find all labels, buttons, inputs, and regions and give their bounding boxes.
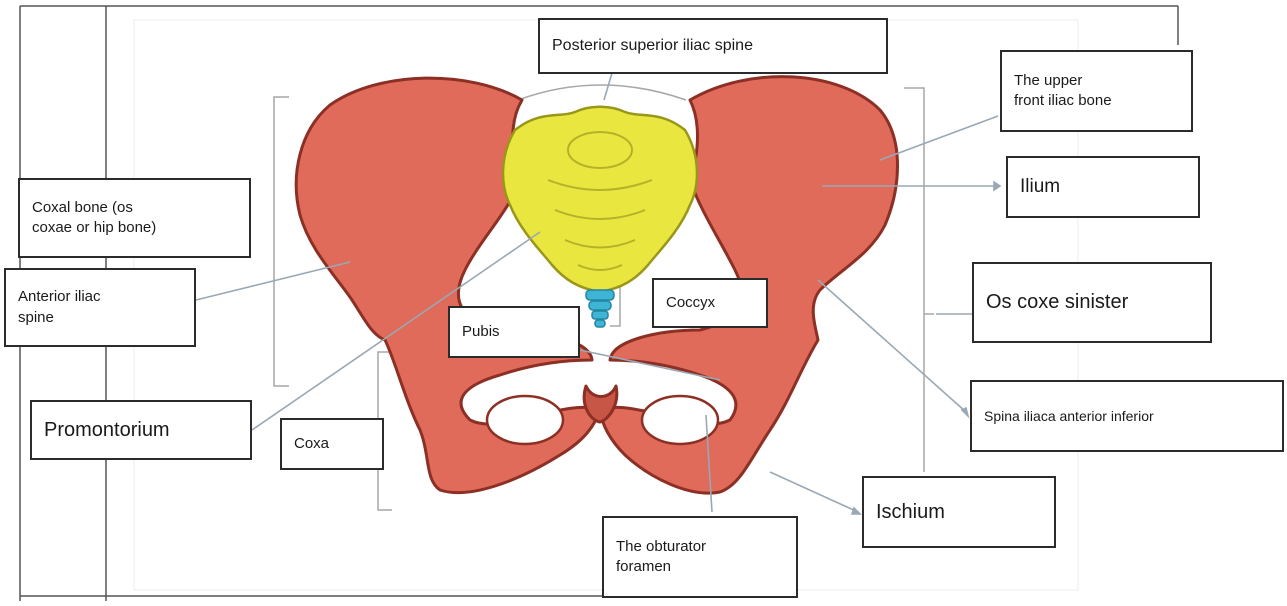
- label-text: Coxal bone (os coxae or hip bone): [32, 198, 156, 239]
- label-spina-iliaca-anterior-inferior: Spina iliaca anterior inferior: [970, 380, 1284, 452]
- label-text: Pubis: [462, 322, 500, 342]
- label-text: Ilium: [1020, 174, 1060, 200]
- label-text: The upper front iliac bone: [1014, 71, 1112, 112]
- label-posterior-superior-iliac-spine: Posterior superior iliac spine: [538, 18, 888, 74]
- label-text: Spina iliaca anterior inferior: [984, 407, 1154, 426]
- label-text: Ischium: [876, 499, 945, 526]
- label-text: Coccyx: [666, 293, 715, 313]
- label-os-coxe-sinister: Os coxe sinister: [972, 262, 1212, 343]
- label-obturator-foramen: The obturator foramen: [602, 516, 798, 598]
- label-upper-front-iliac-bone: The upper front iliac bone: [1000, 50, 1193, 132]
- posterior-bracket: [518, 85, 686, 100]
- os-coxe-sinister-bracket: [904, 88, 924, 472]
- label-text: Promontorium: [44, 417, 170, 444]
- sacrum: [503, 107, 697, 292]
- label-text: Anterior iliac spine: [18, 287, 101, 328]
- label-ischium: Ischium: [862, 476, 1056, 548]
- coccyx-bone: [586, 290, 614, 327]
- coxal-bone-bracket: [274, 97, 289, 386]
- label-coxal-bone: Coxal bone (os coxae or hip bone): [18, 178, 251, 258]
- label-text: Coxa: [294, 434, 329, 454]
- label-anterior-iliac-spine: Anterior iliac spine: [4, 268, 196, 347]
- label-pubis: Pubis: [448, 306, 580, 358]
- label-text: Os coxe sinister: [986, 289, 1128, 316]
- label-coxa: Coxa: [280, 418, 384, 470]
- label-ilium: Ilium: [1006, 156, 1200, 218]
- label-text: The obturator foramen: [616, 537, 706, 578]
- label-text: Posterior superior iliac spine: [552, 35, 753, 57]
- label-coccyx: Coccyx: [652, 278, 768, 328]
- label-promontorium: Promontorium: [30, 400, 252, 460]
- left-obturator-hole: [487, 396, 563, 444]
